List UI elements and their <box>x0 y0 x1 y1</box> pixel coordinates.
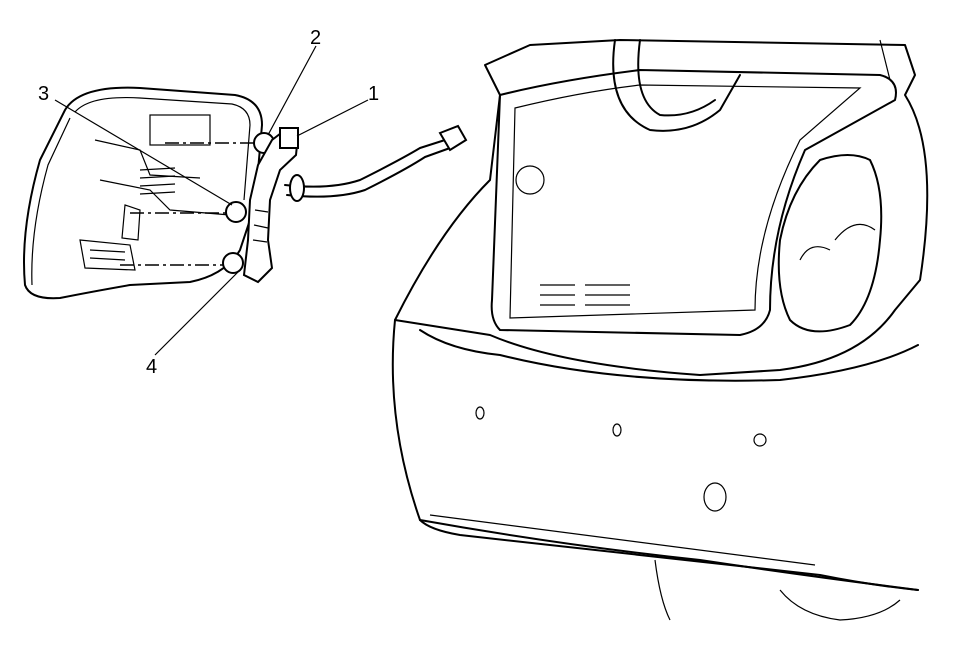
callout-4: 4 <box>146 356 157 378</box>
tail-lamp-assembly <box>23 86 264 300</box>
wiring-harness <box>242 124 468 284</box>
callout-3: 3 <box>38 83 49 105</box>
bulb-middle <box>225 201 247 223</box>
vehicle-rear <box>391 39 929 621</box>
callout-2: 2 <box>310 27 321 49</box>
bulb-lower <box>222 252 244 274</box>
callout-1: 1 <box>368 83 379 105</box>
leader-lines <box>54 45 369 356</box>
